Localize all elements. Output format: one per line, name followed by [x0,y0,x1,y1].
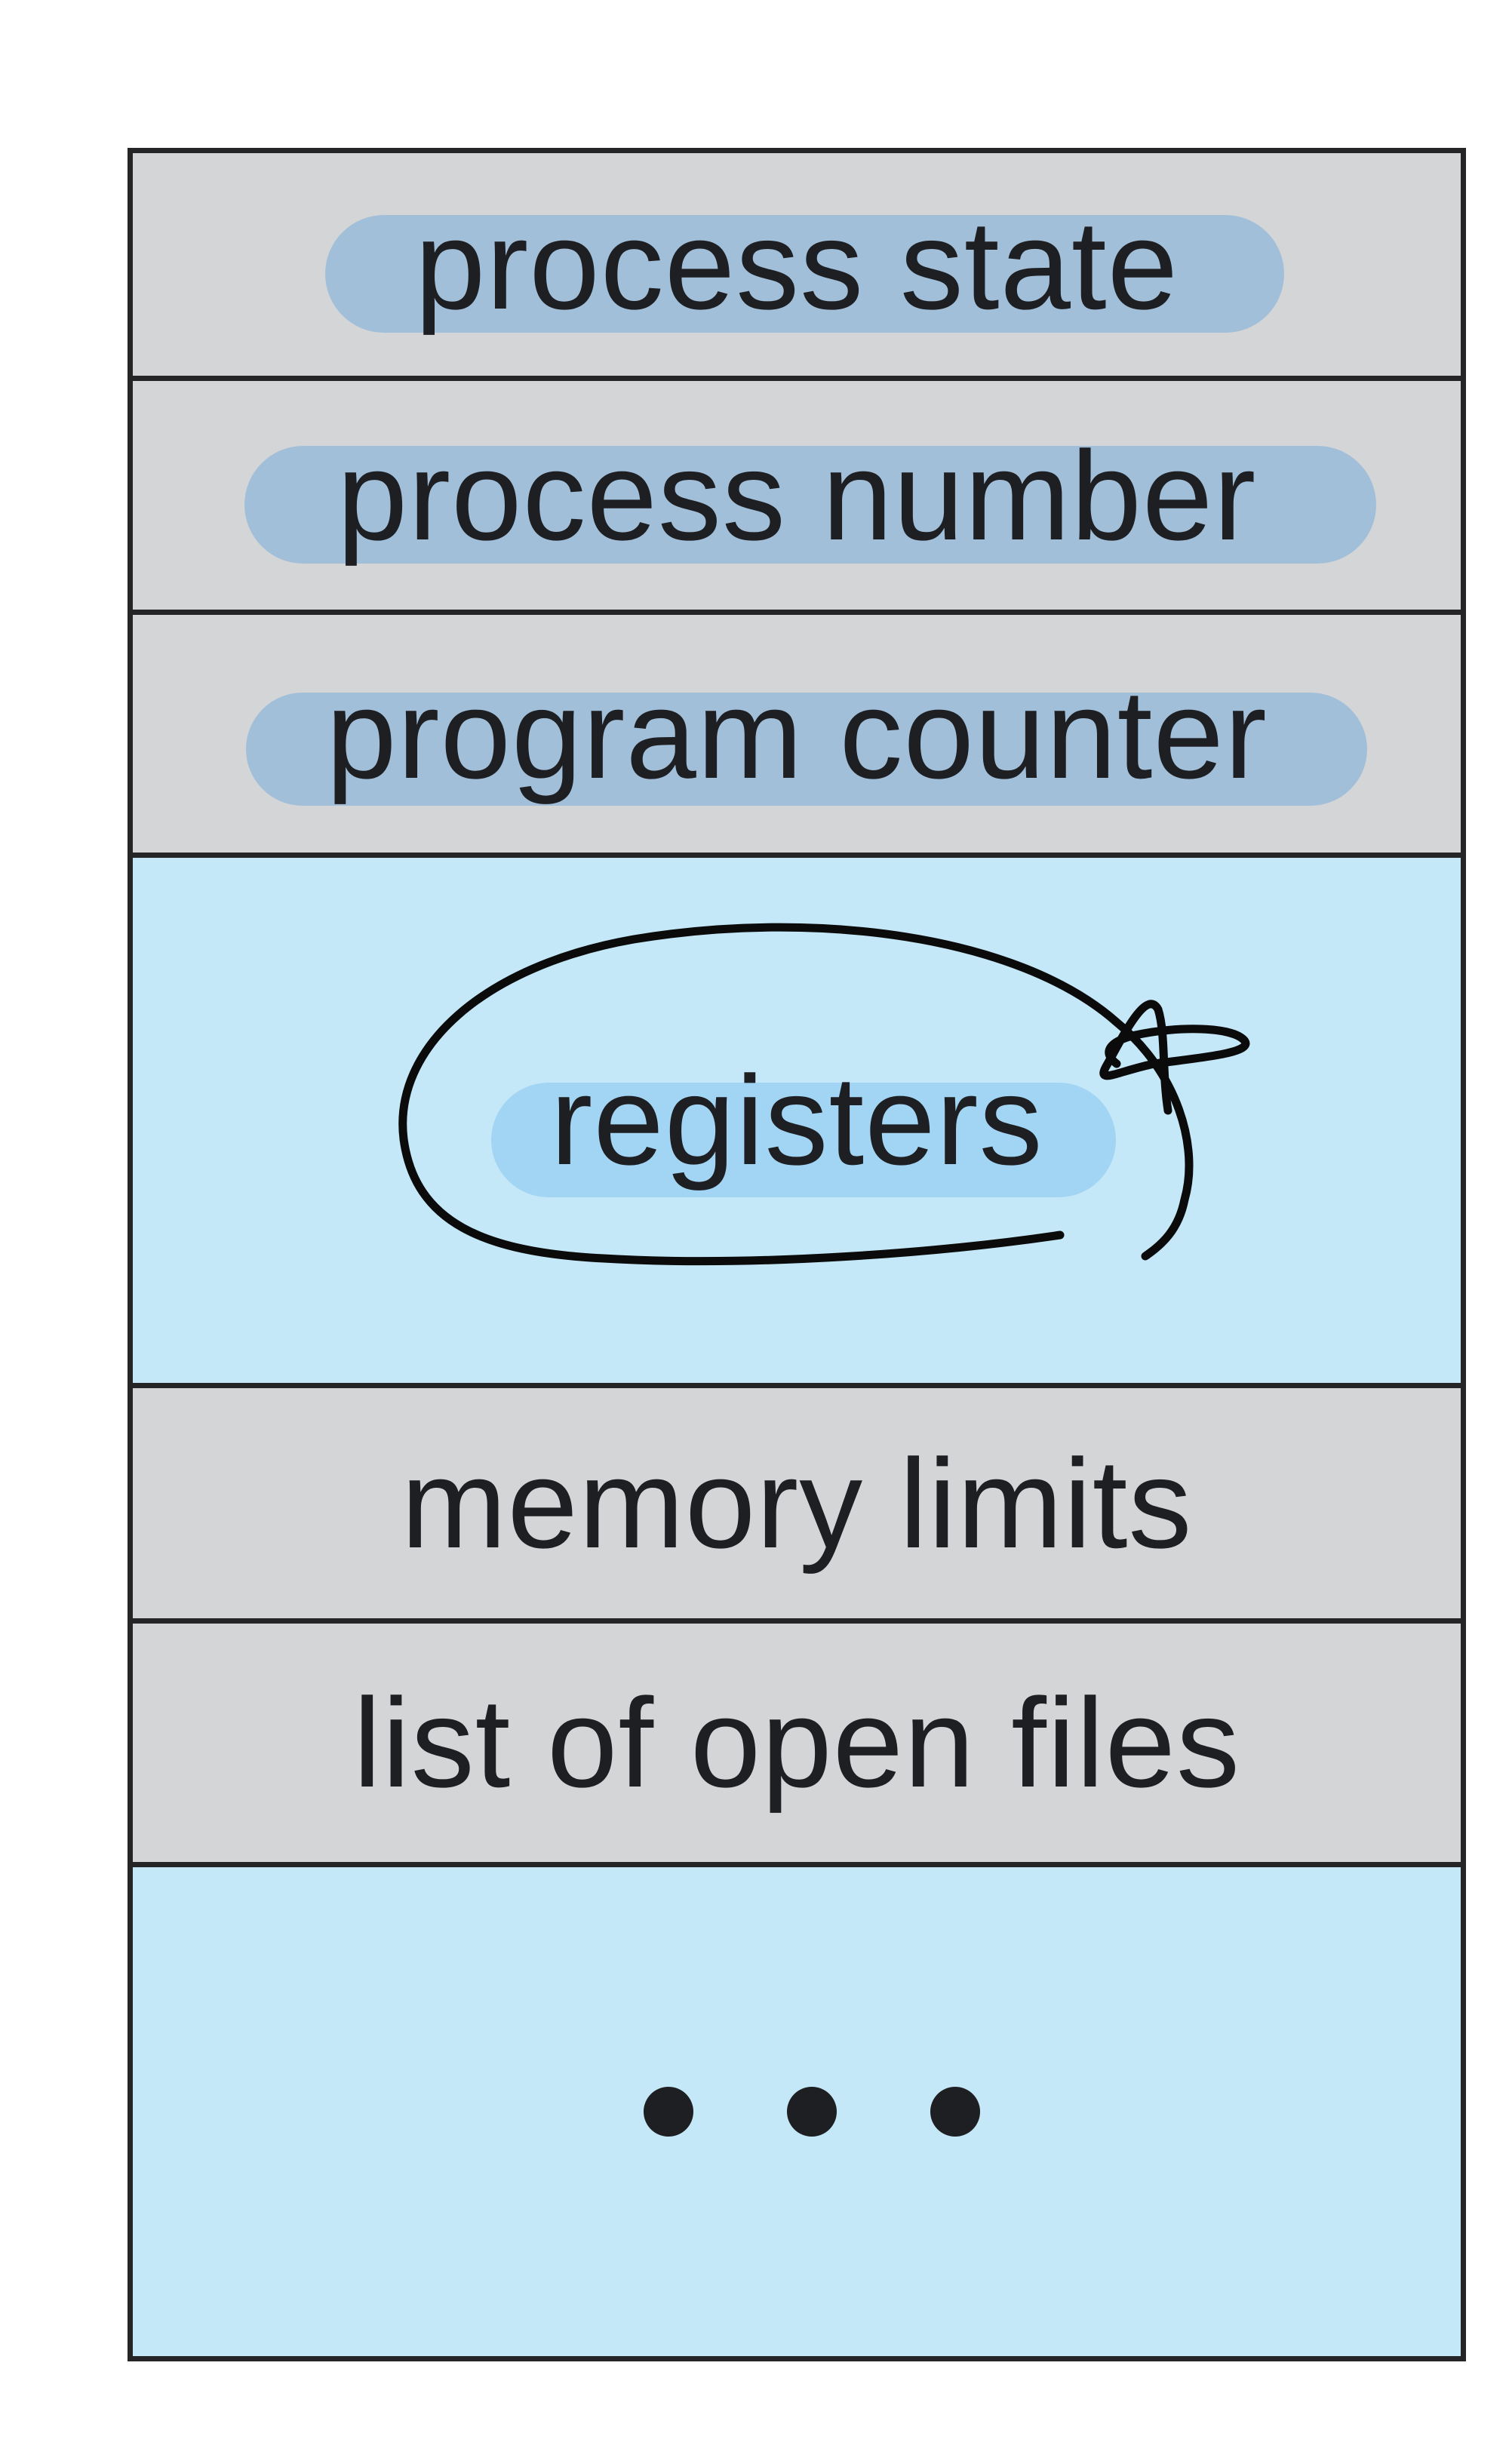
label-list-of-open-files: list of open files [353,1672,1240,1814]
label-program-counter: program counter [326,662,1268,805]
label-memory-limits: memory limits [401,1432,1193,1575]
label-registers: registers [550,1049,1043,1191]
label-process-state: process state [414,193,1179,336]
row-process-number: process number [133,381,1461,615]
row-memory-limits: memory limits [133,1388,1461,1624]
row-ellipsis [133,1867,1461,2356]
ellipsis-icon [644,2087,980,2137]
row-list-of-open-files: list of open files [133,1624,1461,1867]
highlight-mark [246,693,1367,806]
dot [787,2087,837,2137]
row-process-state: process state [133,153,1461,381]
process-control-block: process state process number program cou… [128,148,1466,2361]
label-process-number: process number [337,424,1257,567]
row-registers: registers [133,858,1461,1388]
highlight-mark [244,446,1376,564]
dot [644,2087,693,2137]
highlight-mark [325,215,1284,333]
row-program-counter: program counter [133,615,1461,858]
dot [930,2087,980,2137]
